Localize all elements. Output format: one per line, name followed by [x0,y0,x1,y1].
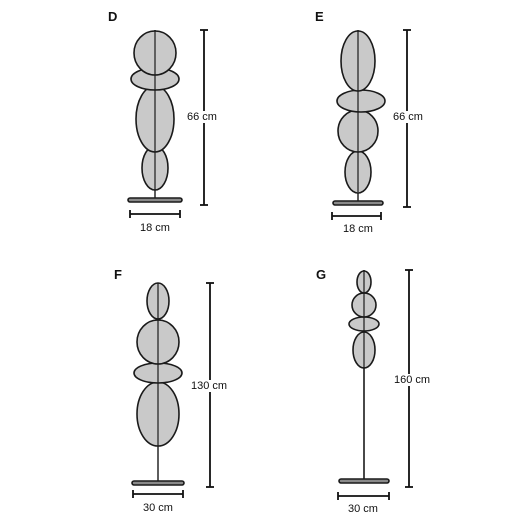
lamp-g-letter: G [316,267,327,282]
lamp-f-height-label: 130 cm [190,380,229,392]
lamp-f-letter: F [114,267,122,282]
lamp-f-base [131,480,185,486]
lamp-g [338,270,390,484]
lamp-g-width-label: 30 cm [348,503,378,515]
lamp-g-height-label: 160 cm [393,374,432,386]
lamp-g-base [338,478,390,484]
lamp-e-letter: E [315,9,324,24]
lamp-d-width-label: 18 cm [140,222,170,234]
lamp-d-base [127,197,183,203]
lamp-e-base [332,200,384,206]
lamp-e-width-label: 18 cm [343,223,373,235]
lamp-f-width-label: 30 cm [143,502,173,514]
lamp-e-height-label: 66 cm [392,111,424,123]
lamp-e [332,30,386,206]
lamp-f [131,282,185,486]
lamp-d-height-label: 66 cm [186,111,218,123]
lamp-e-stone-2 [336,89,386,113]
lamp-d [127,30,183,203]
lamp-d-letter: D [108,9,118,24]
